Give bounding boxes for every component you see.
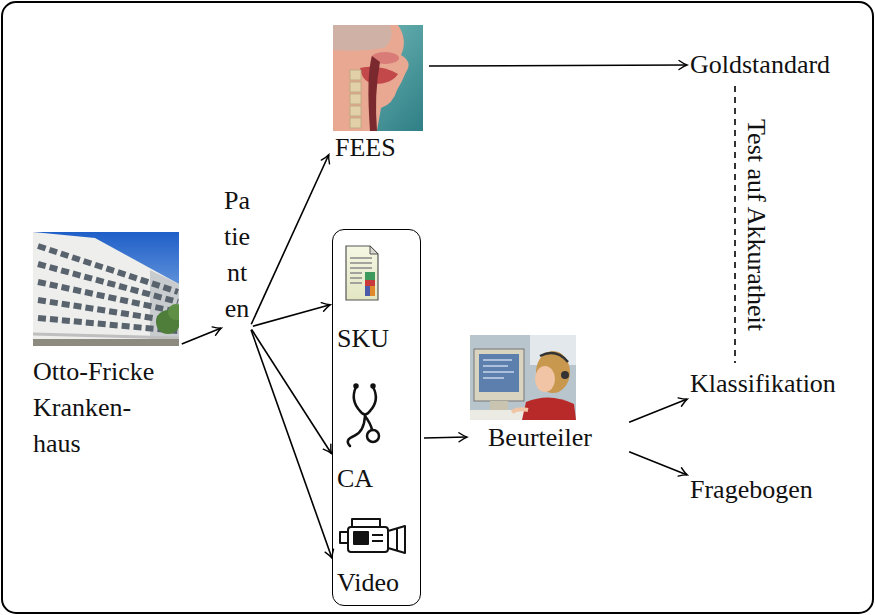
node-label: Video xyxy=(337,565,417,601)
arrow-connector xyxy=(424,436,467,438)
arrow-connector xyxy=(251,330,332,558)
fees-anatomy-illustration xyxy=(333,25,423,131)
arrow-connector xyxy=(251,155,329,325)
hospital-node: Otto-Fricke Kranken- haus xyxy=(33,232,179,462)
arrow-connector xyxy=(252,330,332,454)
rater-node: Beurteiler xyxy=(470,333,592,456)
camcorder-icon xyxy=(340,519,405,553)
sku-document-icon xyxy=(346,246,378,300)
node-label: Patienten xyxy=(224,183,250,327)
arrow-connector xyxy=(629,399,687,422)
node-label: CA xyxy=(337,461,417,497)
node-label: Fragebogen xyxy=(690,472,813,508)
arrow-connector xyxy=(182,328,221,344)
stethoscope-icon xyxy=(348,385,379,447)
sku-node: SKU xyxy=(333,244,417,357)
patients-flow-node: Patienten xyxy=(224,183,250,327)
methods-group-box: SKU CA Video xyxy=(332,229,421,606)
fees-node: FEES xyxy=(330,22,426,166)
node-label: FEES xyxy=(335,130,426,166)
questionnaire-node: Fragebogen xyxy=(690,472,813,508)
arrow-connector xyxy=(253,305,330,326)
classification-node: Klassifikation xyxy=(690,366,836,402)
ca-node: CA xyxy=(333,384,417,497)
node-label: Goldstandard xyxy=(690,47,830,83)
gold-standard-node: Goldstandard xyxy=(690,47,830,83)
hospital-photo xyxy=(33,232,179,346)
node-label: Beurteiler xyxy=(488,420,592,456)
rater-photo xyxy=(470,335,576,420)
edge-label: Test auf Akkuratheit xyxy=(741,116,771,334)
video-node: Video xyxy=(333,516,417,601)
node-label: Klassifikation xyxy=(690,366,836,402)
arrow-connector xyxy=(429,64,687,67)
node-label: Otto-Fricke Kranken- haus xyxy=(33,354,157,462)
node-label: SKU xyxy=(337,321,417,357)
arrow-connector xyxy=(629,452,687,475)
dashed-connector xyxy=(734,86,736,363)
